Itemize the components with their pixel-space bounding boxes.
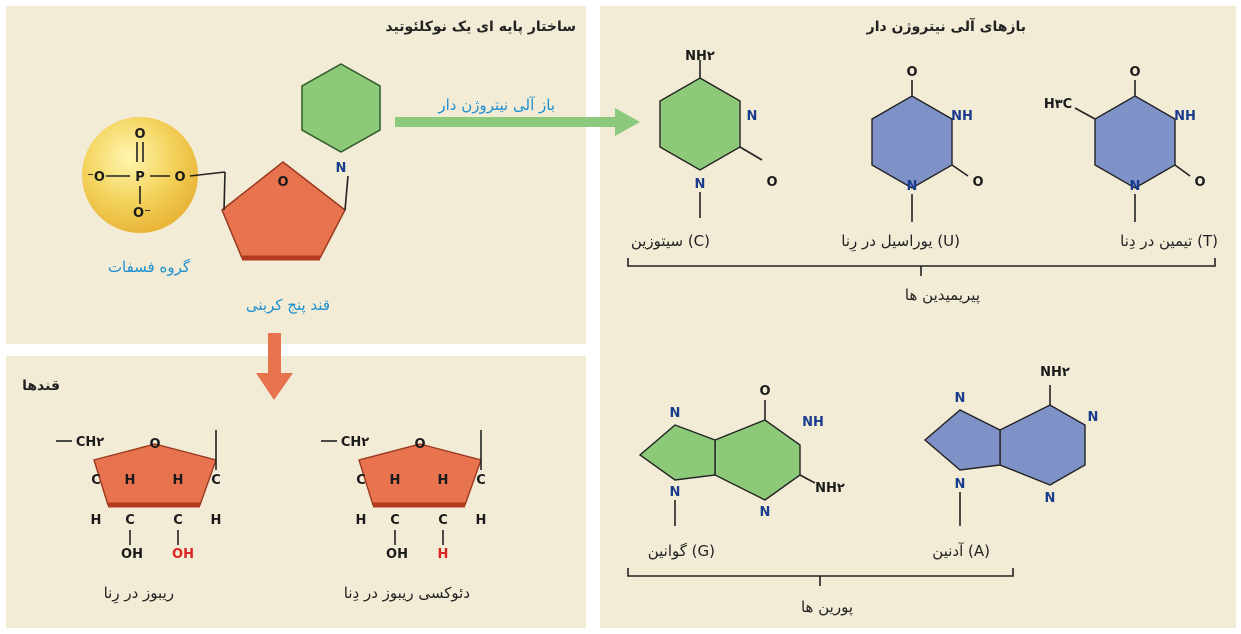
- deoxyribose-label: دئوکسی ریبوز در دِنا: [344, 584, 470, 602]
- base-n: N: [336, 161, 347, 176]
- ribose-ch2: CH۲: [76, 435, 104, 450]
- phosphate-label: گروه فسفات: [108, 258, 191, 276]
- uracil-o2: O: [972, 175, 983, 190]
- deoxyribose-c3: C: [390, 513, 400, 528]
- cytosine-structure: NH۲ N N O: [659, 49, 778, 218]
- adenine-label: آدنین (A): [932, 542, 990, 560]
- adenine-n9: N: [955, 477, 966, 492]
- deoxyribose-ch2: CH۲: [341, 435, 369, 450]
- arrow-to-sugars: [256, 333, 293, 400]
- cytosine-nh2: NH۲: [685, 49, 715, 64]
- phosphate-o-top: O: [134, 127, 145, 142]
- purine-group-label: پورین ها: [801, 598, 853, 617]
- thymine-o4: O: [1129, 65, 1140, 80]
- arrow-to-bases: [395, 108, 640, 136]
- guanine-n7: N: [670, 406, 681, 421]
- guanine-structure: O NH NH۲ N N N: [638, 384, 845, 526]
- deoxyribose-c1: C: [476, 473, 486, 488]
- ribose-structure: O CH۲ C C H H H H C C OH OH: [56, 430, 221, 562]
- deoxyribose-o: O: [414, 437, 425, 452]
- guanine-n9: N: [670, 485, 681, 500]
- ribose-label: ریبوز در رِنا: [104, 584, 174, 605]
- uracil-structure: O NH O N: [871, 65, 984, 222]
- thymine-ch3: H۳C: [1044, 97, 1072, 112]
- deoxyribose-h1: H: [476, 513, 487, 528]
- phosphate-o-bottom: O⁻: [133, 206, 151, 221]
- phosphate-sphere: [82, 117, 198, 233]
- sugars-title: قندها: [22, 378, 60, 394]
- guanine-n3: N: [760, 505, 771, 520]
- ribose-c4: C: [91, 473, 101, 488]
- ribose-c3: C: [125, 513, 135, 528]
- uracil-nh: NH: [951, 109, 973, 124]
- adenine-n7: N: [955, 391, 966, 406]
- guanine-o: O: [759, 384, 770, 399]
- adenine-nh2: NH۲: [1040, 365, 1070, 380]
- deoxyribose-structure: O CH۲ C C H H H H C C OH H: [321, 430, 486, 562]
- sugars-panel: [6, 356, 586, 628]
- deoxyribose-h4: H: [356, 513, 367, 528]
- base-hexagon: N: [301, 63, 381, 176]
- base-label: باز آلی نیتروژن دار: [437, 96, 555, 114]
- phosphate-o-right: O: [174, 170, 185, 185]
- thymine-label: تیمین در دِنا (T): [1120, 232, 1218, 250]
- deoxyribose-h3: H: [390, 473, 401, 488]
- ribose-h4: H: [91, 513, 102, 528]
- nucleotide-title: ساختار پایه ای یک نوکلئوتید: [385, 19, 576, 35]
- ribose-o: O: [149, 437, 160, 452]
- phosphate-o-left: ⁻O: [87, 170, 105, 185]
- thymine-structure: O NH O N H۳C: [1044, 65, 1206, 222]
- uracil-n1: N: [907, 179, 918, 194]
- sugar-o: O: [277, 175, 288, 190]
- deoxyribose-c2: C: [438, 513, 448, 528]
- adenine-n1: N: [1088, 410, 1099, 425]
- sugar-label: قند پنج کربنی: [246, 296, 330, 315]
- deoxyribose-h2-red: H: [438, 547, 449, 562]
- ribose-oh2: OH: [172, 547, 194, 562]
- phosphate-group: O P ⁻O O O⁻: [82, 117, 226, 233]
- deoxyribose-h2: H: [438, 473, 449, 488]
- thymine-nh: NH: [1174, 109, 1196, 124]
- cytosine-n1: N: [695, 177, 706, 192]
- uracil-o4: O: [906, 65, 917, 80]
- thymine-o2: O: [1194, 175, 1205, 190]
- ribose-h3: H: [125, 473, 136, 488]
- deoxyribose-oh3: OH: [386, 547, 408, 562]
- ribose-h2: H: [173, 473, 184, 488]
- guanine-nh2: NH۲: [815, 481, 845, 496]
- ribose-oh3: OH: [121, 547, 143, 562]
- cytosine-label: سیتوزین (C): [631, 232, 710, 250]
- ribose-c2: C: [173, 513, 183, 528]
- guanine-nh: NH: [802, 415, 824, 430]
- uracil-label: یوراسیل در رِنا (U): [841, 232, 960, 253]
- ribose-c1: C: [211, 473, 221, 488]
- thymine-n1: N: [1130, 179, 1141, 194]
- pyrimidine-group-label: پیریمیدین ها: [905, 286, 980, 305]
- deoxyribose-c4: C: [356, 473, 366, 488]
- pentose-sugar: O: [221, 161, 349, 261]
- adenine-structure: NH۲ N N N N: [923, 365, 1099, 526]
- ribose-h1: H: [211, 513, 222, 528]
- cytosine-o: O: [766, 175, 777, 190]
- guanine-label: گوانین (G): [648, 542, 715, 560]
- cytosine-n3: N: [747, 109, 758, 124]
- adenine-n3: N: [1045, 491, 1056, 506]
- bases-title: بازهای آلی نیتروژن دار: [866, 17, 1026, 35]
- phosphate-p: P: [135, 170, 145, 185]
